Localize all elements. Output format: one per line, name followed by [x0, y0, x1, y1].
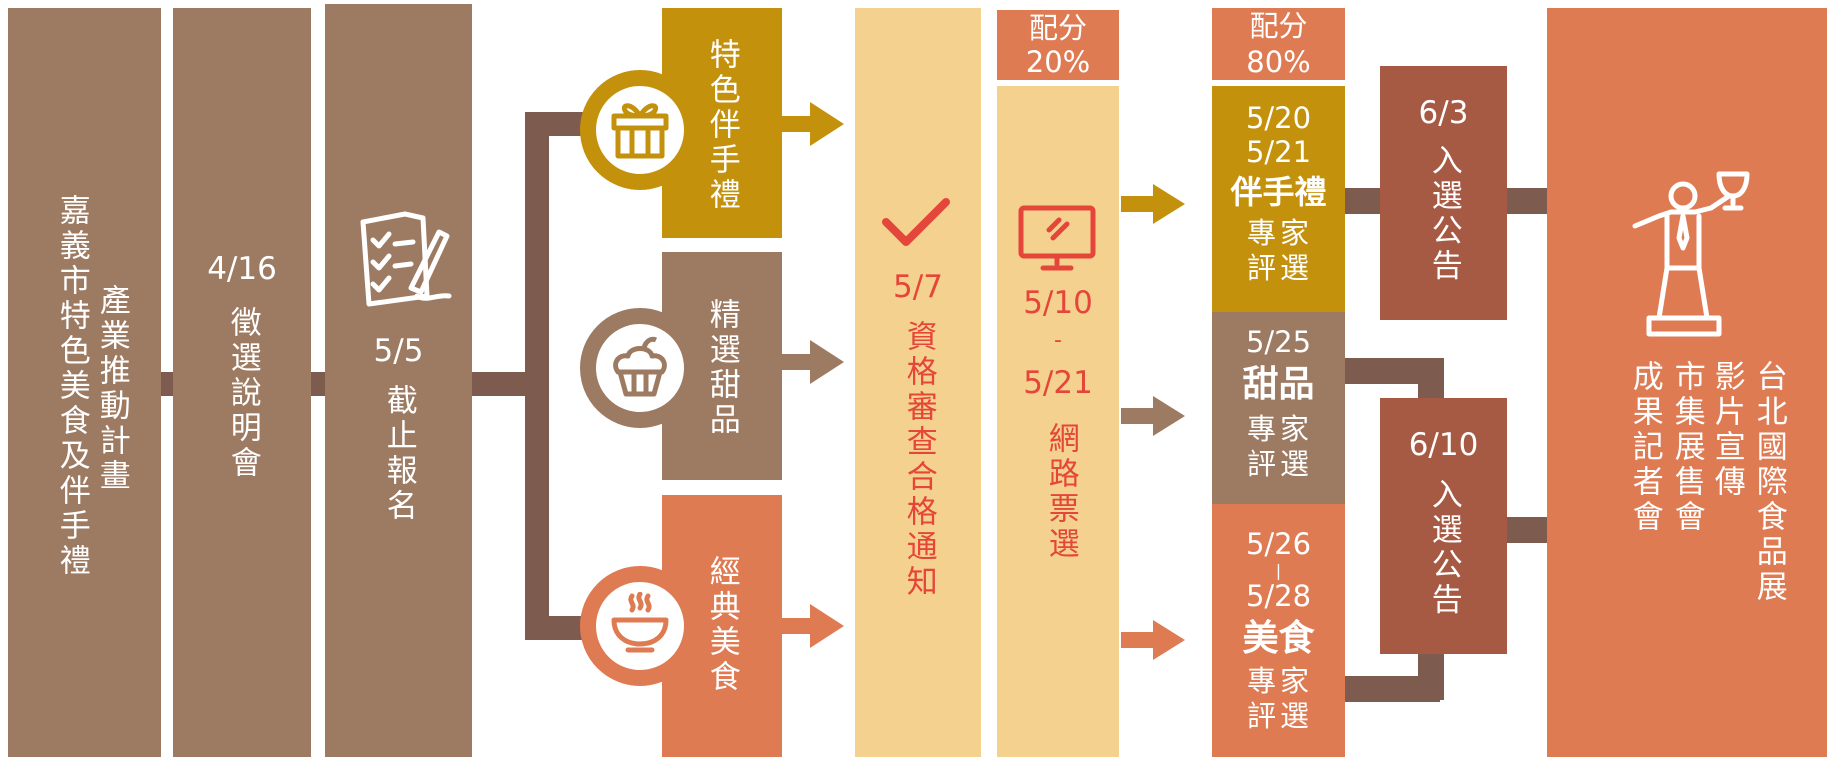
category-dessert-label: 精選甜品 — [703, 298, 740, 438]
briefing-block: 4/16 徵選說明會 — [173, 8, 311, 757]
dessert-icon-circle — [580, 308, 700, 428]
bowl-icon — [611, 592, 669, 653]
qualification-date: 5/7 — [893, 269, 943, 305]
online-vote-block: 5/10 - 5/21 網路票選 — [997, 86, 1119, 757]
gift-icon-circle — [580, 70, 700, 190]
registration-deadline-date: 5/5 — [373, 333, 424, 369]
final-line-1: 台北國際食品展 — [1750, 360, 1787, 605]
monitor-icon — [1018, 205, 1096, 271]
registration-deadline-label: 截止報名 — [380, 384, 417, 524]
expert-review-gift-category: 伴手禮 — [1230, 173, 1327, 211]
expert-review-dessert-label: 專家評選 — [1246, 412, 1313, 481]
online-vote-label: 網路票選 — [1042, 422, 1079, 562]
online-vote-weight-title: 配分 — [1028, 11, 1087, 45]
online-vote-weight-value: 20% — [1025, 45, 1091, 79]
form-signing-icon — [360, 211, 452, 307]
category-food-label: 經典美食 — [703, 555, 740, 695]
expert-review-food-date-1: 5/26 — [1245, 527, 1312, 561]
project-title-block: 嘉義市特色美食及伴手禮 產業推動計畫 — [8, 8, 161, 757]
online-vote-weight-header: 配分 20% — [997, 10, 1119, 80]
food-review-arrow-icon — [1121, 620, 1185, 660]
registration-deadline-block: 5/5 截止報名 — [325, 4, 472, 757]
food-arrow-icon — [780, 604, 844, 648]
expert-review-dessert-category: 甜品 — [1242, 364, 1315, 405]
expert-review-food-date-sep: | — [1275, 561, 1282, 580]
announcement-6-10-label: 入選公告 — [1425, 478, 1462, 618]
expert-review-food-label: 專家評選 — [1246, 664, 1313, 733]
final-results-block: 台北國際食品展 影片宣傳 市集展售會 成果記者會 — [1547, 8, 1827, 757]
gift-icon — [611, 103, 669, 159]
expert-review-food-category: 美食 — [1242, 618, 1315, 659]
expert-review-food-date-2: 5/28 — [1245, 579, 1312, 613]
food-icon-circle — [580, 566, 700, 686]
announcement-6-10-date: 6/10 — [1408, 427, 1479, 463]
category-gift-label: 特色伴手禮 — [703, 38, 740, 213]
cupcake-icon — [613, 336, 667, 397]
online-vote-date-start: 5/10 — [1023, 285, 1093, 321]
checkmark-icon — [882, 198, 950, 246]
qualification-label: 資格審查合格通知 — [900, 320, 937, 600]
expert-review-gift-date-1: 5/20 — [1245, 101, 1312, 135]
briefing-label: 徵選說明會 — [224, 306, 261, 481]
trophy-winner-icon — [1632, 171, 1750, 337]
connector-branch-vertical — [525, 112, 549, 640]
final-line-3: 市集展售會 — [1668, 360, 1705, 535]
expert-review-gift-date-2: 5/21 — [1245, 135, 1312, 169]
dessert-arrow-icon — [780, 340, 844, 384]
expert-review-gift-label: 專家評選 — [1246, 216, 1313, 285]
announcement-6-10-block: 6/10 入選公告 — [1380, 398, 1507, 654]
announcement-6-3-block: 6/3 入選公告 — [1380, 66, 1507, 320]
expert-review-dessert-block: 5/25 甜品 專家評選 — [1212, 312, 1345, 504]
expert-weight-value: 80% — [1246, 45, 1311, 79]
project-title-line-2: 產業推動計畫 — [93, 284, 130, 494]
qualification-block: 5/7 資格審查合格通知 — [855, 8, 981, 757]
project-title-line-1: 嘉義市特色美食及伴手禮 — [53, 194, 90, 579]
online-vote-date-separator: - — [1054, 328, 1062, 353]
gift-arrow-icon — [780, 102, 844, 146]
expert-review-gift-block: 5/20 5/21 伴手禮 專家評選 — [1212, 86, 1345, 312]
announcement-6-3-date: 6/3 — [1418, 95, 1469, 131]
briefing-date: 4/16 — [207, 251, 277, 287]
connector-food-elbow-v — [1418, 650, 1444, 700]
final-line-2: 影片宣傳 — [1708, 360, 1745, 500]
expert-weight-header: 配分 80% — [1212, 8, 1345, 80]
dessert-review-arrow-icon — [1121, 396, 1185, 436]
expert-weight-title: 配分 — [1249, 9, 1308, 43]
final-line-4: 成果記者會 — [1626, 360, 1663, 535]
gift-review-arrow-icon — [1121, 184, 1185, 224]
online-vote-date-end: 5/21 — [1023, 365, 1093, 401]
announcement-6-3-label: 入選公告 — [1425, 144, 1462, 284]
expert-review-food-block: 5/26 | 5/28 美食 專家評選 — [1212, 504, 1345, 757]
expert-review-dessert-date: 5/25 — [1245, 325, 1312, 359]
